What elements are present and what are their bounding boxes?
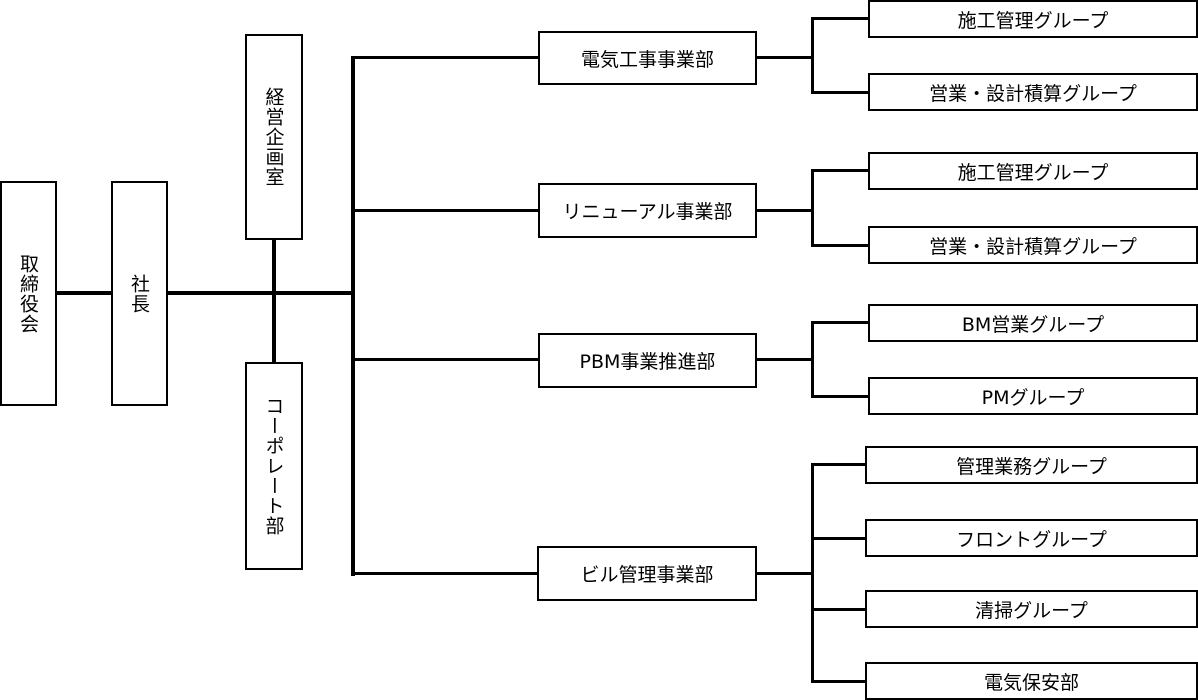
connector-g3 xyxy=(756,358,813,361)
division-label: ビル管理事業部 xyxy=(580,564,714,586)
connector-g2-v xyxy=(811,170,814,246)
division-label: 電気工事事業部 xyxy=(580,48,714,71)
group-box: 営業・設計積算グループ xyxy=(868,73,1198,111)
division-label: リニューアル事業部 xyxy=(562,201,733,223)
connector-div-3 xyxy=(351,358,539,361)
division-building-mgmt: ビル管理事業部 xyxy=(537,546,757,601)
division-electrical: 電気工事事業部 xyxy=(538,31,757,85)
group-box: 電気保安部 xyxy=(865,662,1198,700)
connector-division-trunk xyxy=(351,56,355,576)
division-pbm: PBM事業推進部 xyxy=(538,333,757,388)
connector-g4-v xyxy=(811,464,814,683)
group-label: 営業・設計積算グループ xyxy=(929,82,1137,105)
connector-g4-a xyxy=(811,463,866,466)
group-label: 施工管理グループ xyxy=(957,9,1109,32)
connector-g2-b xyxy=(811,244,869,247)
connector-g3-b xyxy=(811,395,869,398)
division-label: PBM事業推進部 xyxy=(579,351,716,373)
corporate-dept-label: コーポレート部 xyxy=(262,396,285,536)
corporate-dept-box: コーポレート部 xyxy=(245,362,303,570)
connector-g3-a xyxy=(811,321,869,324)
president-box: 社長 xyxy=(111,181,168,406)
connector-g2 xyxy=(756,209,813,212)
connector-board-president xyxy=(56,291,112,295)
connector-g1 xyxy=(756,56,813,59)
group-label: フロントグループ xyxy=(956,528,1107,551)
connector-g4-c xyxy=(811,608,866,611)
group-box: 管理業務グループ xyxy=(865,446,1198,484)
connector-g2-a xyxy=(811,169,869,172)
group-label: 管理業務グループ xyxy=(956,455,1107,478)
board-box: 取締役会 xyxy=(0,181,57,406)
connector-g1-a xyxy=(811,17,869,20)
group-label: BM営業グループ xyxy=(961,313,1105,336)
planning-office-box: 経営企画室 xyxy=(245,34,303,240)
group-box: PMグループ xyxy=(868,377,1198,415)
planning-office-label: 経営企画室 xyxy=(262,87,285,187)
connector-president-trunk xyxy=(167,291,354,295)
connector-g3-v xyxy=(811,322,814,397)
group-box: 施工管理グループ xyxy=(868,0,1198,38)
connector-g1-b xyxy=(811,91,869,94)
group-label: PMグループ xyxy=(981,386,1085,409)
group-box: 施工管理グループ xyxy=(868,152,1198,190)
group-label: 施工管理グループ xyxy=(957,161,1109,184)
connector-g1-v xyxy=(811,18,814,93)
president-label: 社長 xyxy=(128,273,150,314)
connector-div-1 xyxy=(351,56,539,59)
group-box: 営業・設計積算グループ xyxy=(868,226,1198,264)
connector-g4-b xyxy=(811,537,866,540)
group-label: 電気保安部 xyxy=(983,671,1079,694)
connector-g4-d xyxy=(811,680,866,683)
group-label: 営業・設計積算グループ xyxy=(929,235,1137,258)
connector-div-2 xyxy=(351,209,539,212)
group-box: 清掃グループ xyxy=(865,590,1198,628)
board-label: 取締役会 xyxy=(17,253,39,334)
connector-staff-vertical xyxy=(272,239,276,362)
group-box: BM営業グループ xyxy=(868,304,1198,342)
connector-g4 xyxy=(756,572,813,575)
group-label: 清掃グループ xyxy=(975,599,1088,622)
group-box: フロントグループ xyxy=(865,519,1198,557)
division-renewal: リニューアル事業部 xyxy=(538,183,757,238)
connector-div-4 xyxy=(351,572,539,575)
